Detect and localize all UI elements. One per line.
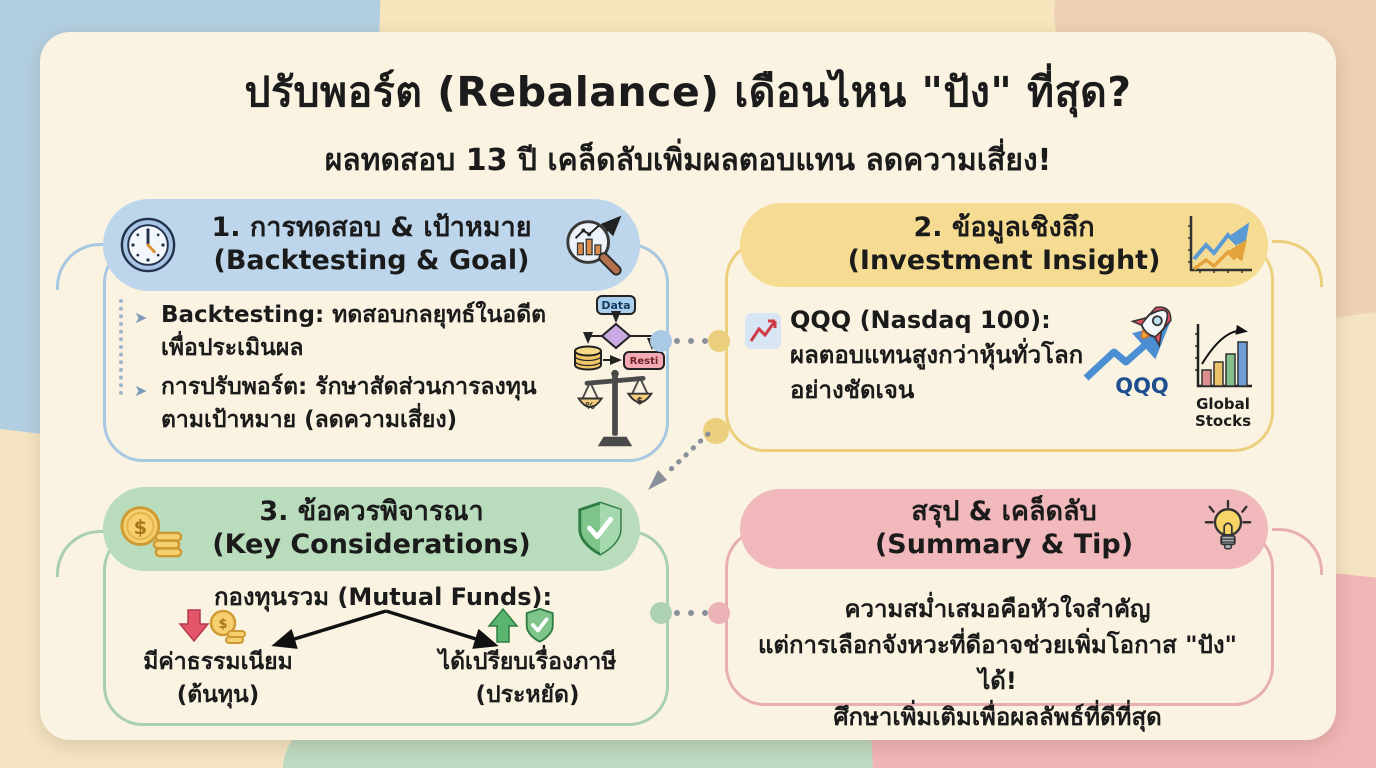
- summary-body: ความสม่ำเสมอคือหัวใจสำคัญ แต่การเลือกจัง…: [757, 595, 1238, 731]
- panel-backtesting-title-th: 1. การทดสอบ & เป้าหมาย: [211, 212, 532, 244]
- panel-backtesting-title-en: (Backtesting & Goal): [213, 245, 530, 276]
- page-title: ปรับพอร์ต (Rebalance) เดือนไหน "ปัง" ที่…: [244, 68, 1132, 116]
- global-stocks-icon: Global Stocks: [1188, 320, 1258, 431]
- panel-summary-title: สรุป & เคล็ดลับ (Summary & Tip): [875, 496, 1133, 562]
- panel-considerations-title-en: (Key Considerations): [212, 529, 531, 560]
- connector-line-2: [674, 610, 708, 616]
- coins-icon: $: [119, 500, 183, 558]
- light-bulb-icon: [1202, 499, 1254, 559]
- rocket-arrow-icon: QQQ: [1080, 296, 1192, 398]
- panel-summary-header: สรุป & เคล็ดลับ (Summary & Tip): [740, 489, 1268, 569]
- panel-insight-title-th: 2. ข้อมูลเชิงลึก: [913, 212, 1095, 244]
- connector-dot-blue: [650, 330, 672, 352]
- connector-dot-yellow-2: [703, 418, 729, 444]
- bullet-arrow-icon: ➤: [134, 308, 148, 327]
- panel-insight-title: 2. ข้อมูลเชิงลึก (Investment Insight): [848, 212, 1161, 278]
- infographic-card: [40, 32, 1336, 740]
- panel-summary-title-th: สรุป & เคล็ดลับ: [911, 496, 1097, 528]
- trend-chart-icon: [1184, 214, 1254, 276]
- backtesting-bullet-2: การปรับพอร์ต: รักษาสัดส่วนการลงทุน ตามเป…: [161, 374, 537, 433]
- panel-considerations-title-th: 3. ข้อควรพิจารณา: [259, 496, 484, 528]
- connector-dot-pink: [708, 602, 730, 624]
- considerations-right-text: ได้เปรียบเรื่องภาษี (ประหยัด): [438, 649, 617, 708]
- considerations-heading: กองทุนรวม (Mutual Funds):: [213, 583, 553, 611]
- scale-left-label: %: [585, 401, 595, 412]
- global-stocks-label: Global Stocks: [1194, 395, 1252, 431]
- scale-right-label: $: [637, 396, 644, 407]
- stock-chart-icon: [744, 312, 782, 350]
- clock-icon: [119, 216, 177, 274]
- flowchart-icon: Data Resti: [566, 294, 666, 382]
- rocket-label: QQQ: [1115, 374, 1169, 398]
- panel-considerations-header: $ 3. ข้อควรพิจารณา (Key Considerations): [103, 487, 640, 571]
- connector-line-1: [674, 338, 708, 344]
- backtesting-bullet-1: Backtesting: ทดสอบกลยุทธ์ในอดีต เพื่อประ…: [161, 302, 547, 361]
- shield-check-icon: [574, 500, 626, 558]
- considerations-left-text: มีค่าธรรมเนียม (ต้นทุน): [143, 649, 293, 708]
- panel-summary-title-en: (Summary & Tip): [874, 529, 1134, 560]
- panel-backtesting-header: 1. การทดสอบ & เป้าหมาย (Backtesting & Go…: [103, 199, 640, 291]
- flow-data-label: Data: [601, 299, 630, 312]
- panel-backtesting-title: 1. การทดสอบ & เป้าหมาย (Backtesting & Go…: [211, 212, 531, 278]
- down-arrow-coins-icon: $: [178, 606, 246, 646]
- connector-dot-green: [650, 602, 672, 624]
- flow-result-label: Resti: [630, 356, 659, 367]
- branch-arrows: [248, 606, 520, 652]
- up-arrow-shield-icon: [487, 604, 555, 646]
- connector-arrow-down: [638, 428, 722, 496]
- svg-text:$: $: [218, 617, 227, 632]
- balance-scale-icon: % $: [576, 366, 654, 452]
- bullet-arrow-icon: ➤: [134, 381, 148, 400]
- title-block: ปรับพอร์ต (Rebalance) เดือนไหน "ปัง" ที่…: [60, 60, 1316, 184]
- panel-insight-header: 2. ข้อมูลเชิงลึก (Investment Insight): [740, 203, 1268, 287]
- panel-insight-title-en: (Investment Insight): [847, 245, 1161, 276]
- page-subtitle: ผลทดสอบ 13 ปี เคล็ดลับเพิ่มผลตอบแทน ลดคว…: [324, 143, 1052, 178]
- svg-text:$: $: [134, 516, 147, 539]
- connector-dot-yellow: [708, 330, 730, 352]
- panel-considerations-title: 3. ข้อควรพิจารณา (Key Considerations): [212, 496, 531, 562]
- insight-bullet: QQQ (Nasdaq 100): ผลตอบแทนสูงกว่าหุ้นทั่…: [790, 306, 1084, 404]
- bullet-guide-line: [119, 299, 123, 395]
- magnifier-chart-icon: [562, 213, 626, 277]
